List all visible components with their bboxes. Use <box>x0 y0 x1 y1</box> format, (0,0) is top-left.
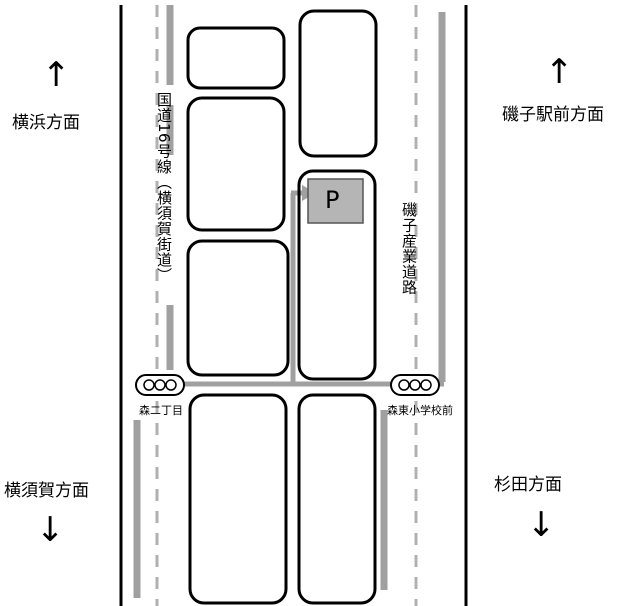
direction-isogo-station: 磯子駅前方面 <box>502 105 604 125</box>
road-name-route16: 国道16号線（横須賀街道） <box>155 92 173 283</box>
arrow-down-icon-right: ↓ <box>527 505 556 545</box>
signal-name-right: 森東小学校前 <box>387 404 453 417</box>
block-right-2 <box>297 169 377 381</box>
arrow-up-icon-left: ↑ <box>42 55 71 95</box>
arrow-up-icon-right: ↑ <box>545 52 574 92</box>
arrow-down-icon-left: ↓ <box>36 510 65 550</box>
parking-box <box>307 178 364 224</box>
signal-name-left: 森二丁目 <box>139 404 183 417</box>
direction-yokohama: 横浜方面 <box>12 113 80 133</box>
parking-label: P <box>325 186 340 214</box>
block-left-4 <box>188 393 288 605</box>
signal-left-icon <box>135 374 185 396</box>
signal-right-icon <box>390 374 440 396</box>
direction-yokosuka: 横須賀方面 <box>4 481 89 501</box>
block-right-1 <box>298 9 378 158</box>
block-left-1 <box>186 26 286 90</box>
block-right-3 <box>297 393 377 605</box>
block-left-2 <box>186 96 286 232</box>
road-name-industrial: 磯子産業道路 <box>400 202 418 295</box>
block-left-3 <box>186 239 290 377</box>
direction-sugita: 杉田方面 <box>494 475 562 495</box>
